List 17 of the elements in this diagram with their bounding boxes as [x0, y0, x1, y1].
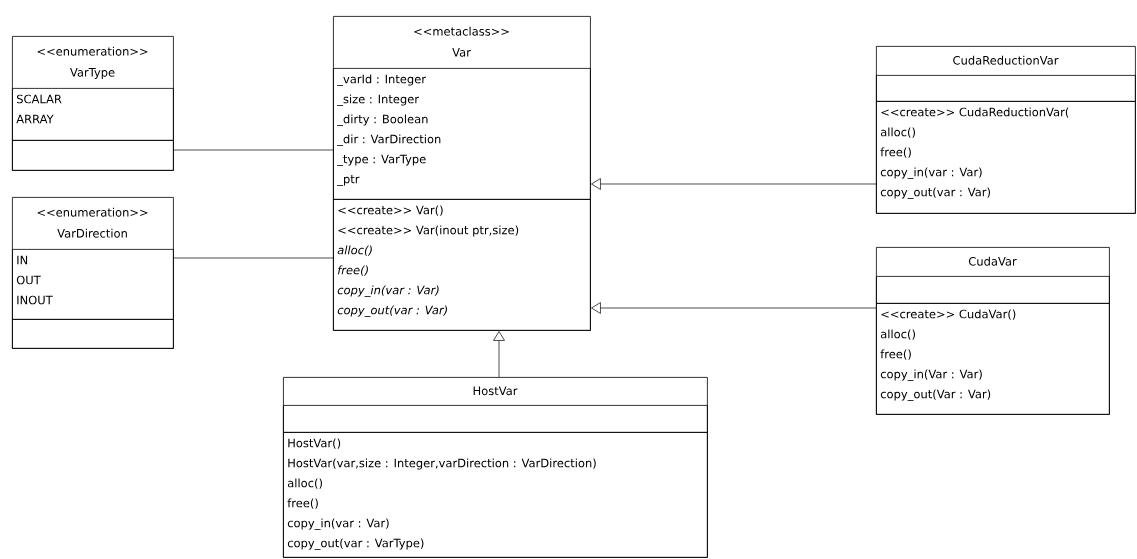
empty-compartment	[12, 319, 174, 349]
compartment: IN OUT INOUT	[12, 249, 174, 320]
empty-compartment	[876, 276, 1110, 304]
empty-compartment	[876, 75, 1136, 102]
association-line	[173, 257, 334, 259]
generalization-arrow	[591, 178, 877, 190]
compartment: SCALAR ARRAY	[12, 88, 174, 141]
empty-compartment	[283, 405, 708, 433]
association-line	[173, 149, 334, 151]
compartment: HostVar() HostVar(var,size : Integer,varDirection : VarDirection) alloc() free() copy_in(var : Var) copy_out(var : VarType)	[283, 432, 708, 558]
compartment: <<create>> Var() <<create>> Var(inout ptr,size) alloc() free() copy_in(var : Var) copy_out(var : Var)	[333, 199, 591, 331]
compartment: _varId : Integer _size : Integer _dirty : Boolean _dir : VarDirection _type : VarType _ptr	[333, 68, 591, 200]
generalization-arrow	[591, 302, 877, 314]
compartment: <<create>> CudaReductionVar( alloc() free() copy_in(var : Var) copy_out(var : Var)	[876, 101, 1136, 214]
compartment: <<create>> CudaVar() alloc() free() copy_in(Var : Var) copy_out(Var : Var)	[876, 303, 1110, 415]
generalization-arrow	[493, 331, 505, 378]
empty-compartment	[12, 140, 174, 171]
